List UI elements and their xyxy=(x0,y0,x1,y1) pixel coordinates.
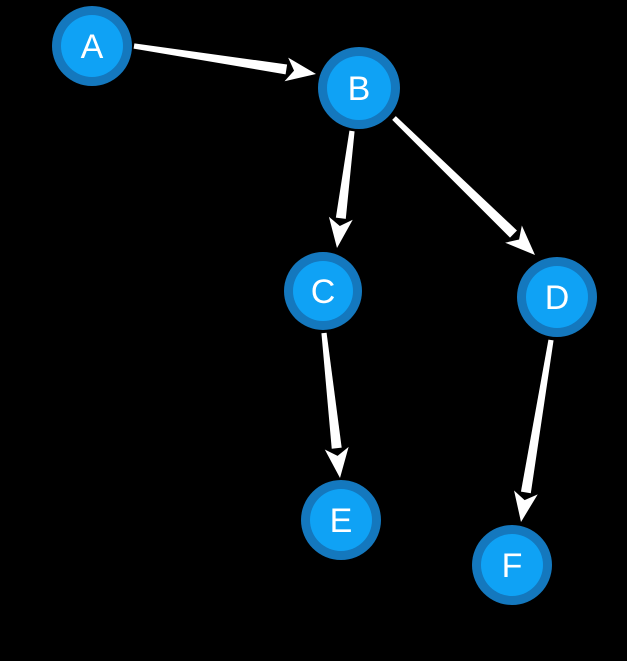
node-label-b: B xyxy=(348,70,371,108)
arrowhead-icon xyxy=(328,216,353,248)
edge-b-to-c xyxy=(328,130,355,248)
arrowhead-icon xyxy=(284,57,316,82)
node-fill xyxy=(310,489,372,551)
node-label-e: E xyxy=(330,502,353,540)
node-label-f: F xyxy=(502,547,523,585)
node-label-d: D xyxy=(545,279,570,317)
node-label-a: A xyxy=(81,28,104,66)
node-e[interactable]: E xyxy=(301,480,381,560)
arrowhead-icon xyxy=(505,225,535,255)
node-fill xyxy=(61,15,123,77)
edges-layer xyxy=(133,43,554,522)
node-a[interactable]: A xyxy=(52,6,132,86)
node-label-c: C xyxy=(311,273,336,311)
edge-shaft xyxy=(520,339,554,494)
edge-shaft xyxy=(133,43,288,75)
edge-b-to-d xyxy=(392,116,535,255)
arrowhead-icon xyxy=(324,446,349,478)
edge-c-to-e xyxy=(321,332,349,478)
node-c[interactable]: C xyxy=(284,252,362,330)
edge-shaft xyxy=(335,130,355,219)
node-b[interactable]: B xyxy=(318,47,400,129)
node-f[interactable]: F xyxy=(472,525,552,605)
edge-shaft xyxy=(392,116,517,238)
arrowhead-icon xyxy=(514,490,538,522)
nodes-layer: A B C D E F xyxy=(52,6,597,605)
node-fill xyxy=(526,266,588,328)
edge-shaft xyxy=(321,332,342,449)
edge-a-to-b xyxy=(133,43,316,82)
node-d[interactable]: D xyxy=(517,257,597,337)
node-fill xyxy=(327,56,391,120)
edge-d-to-f xyxy=(514,339,554,522)
node-fill xyxy=(293,261,353,321)
node-fill xyxy=(481,534,543,596)
